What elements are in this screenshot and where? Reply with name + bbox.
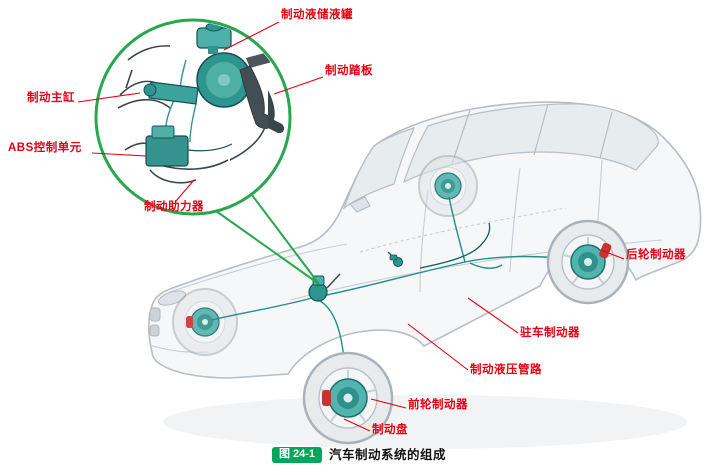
label-booster: 制动助力器 [144, 201, 204, 213]
leader-abs-unit [91, 152, 147, 157]
leader-rear-brake [600, 249, 625, 260]
car-windows [342, 103, 659, 210]
inset-connector-lines [215, 194, 320, 285]
leader-master-cylinder [77, 92, 141, 103]
front-far-wheel [172, 288, 238, 356]
rear-far-wheel [418, 155, 478, 217]
label-front-brake: 前轮制动器 [408, 399, 468, 411]
rear-brake-disc [570, 242, 612, 280]
inset-booster [196, 52, 252, 108]
rear-near-wheel [546, 219, 630, 305]
inset-master-cylinder [143, 81, 199, 105]
parking-brake-mechanism [389, 254, 403, 267]
rear-far-brake-disc [434, 172, 462, 200]
label-abs-unit: ABS控制单元 [8, 142, 82, 154]
leader-reservoir [223, 21, 280, 51]
label-reservoir: 制动液储液罐 [281, 9, 353, 21]
leader-front-brake [370, 398, 407, 409]
label-parking-brake: 驻车制动器 [520, 327, 580, 339]
figure-caption: 图 24-1 汽车制动系统的组成 [271, 447, 447, 463]
label-rear-brake: 后轮制动器 [626, 249, 686, 261]
car-front-details [149, 196, 371, 337]
leader-pedal [273, 76, 324, 95]
inset-brake-assembly [117, 22, 285, 184]
front-brake-caliper [322, 390, 331, 406]
front-brake-disc [322, 378, 368, 418]
leader-booster [175, 179, 195, 202]
side-mirror [349, 196, 371, 213]
leader-parking-brake [467, 297, 519, 334]
figure-title: 汽车制动系统的组成 [329, 447, 447, 462]
rear-brake-caliper [599, 242, 612, 259]
figure-number-badge: 图 24-1 [271, 447, 323, 463]
label-hydraulic-lines: 制动液压管路 [470, 364, 542, 376]
inset-brake-pedal [239, 52, 285, 134]
label-pedal: 制动踏板 [325, 65, 373, 77]
inset-reservoir [196, 22, 232, 54]
leader-brake-disc [343, 418, 371, 432]
label-master-cylinder: 制动主缸 [27, 92, 75, 104]
front-far-brake-disc [186, 307, 220, 337]
label-brake-disc: 制动盘 [372, 424, 408, 436]
leader-lines [77, 21, 625, 432]
front-near-wheel [302, 351, 394, 445]
inset-abs-unit [145, 125, 233, 167]
car-body [147, 101, 702, 379]
car-shadow [163, 395, 687, 449]
leader-hydraulic-lines [407, 323, 469, 371]
